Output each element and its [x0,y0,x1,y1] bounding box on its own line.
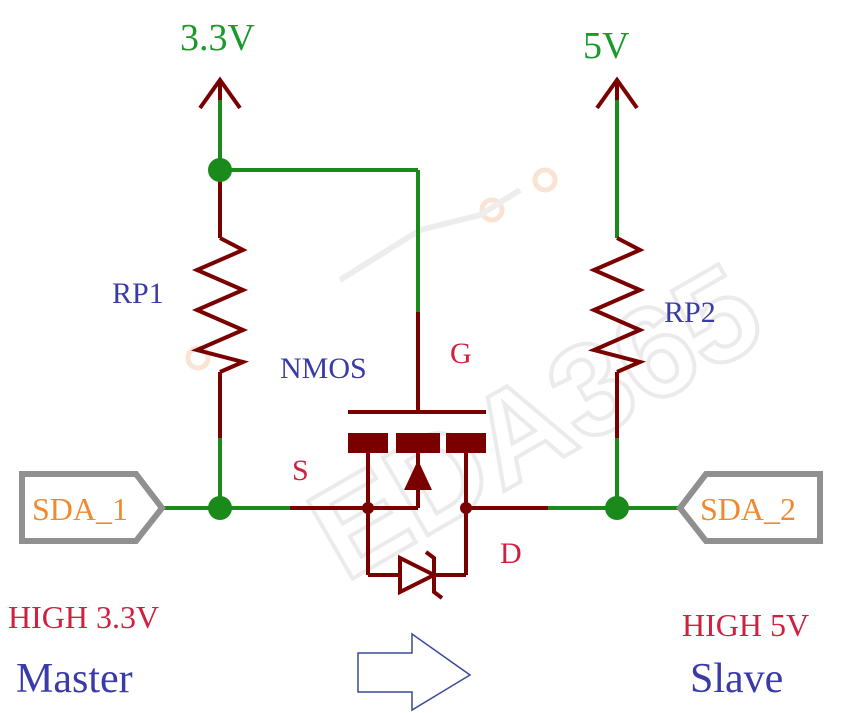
junctions [208,158,629,520]
rail-label-left: 3.3V [180,17,256,59]
left-level-label: HIGH 3.3V [8,599,159,635]
body-arrow [404,460,432,490]
diode-bar [424,550,444,600]
resistor-label-left: RP1 [112,277,164,310]
components [190,76,647,600]
rp2-zigzag [587,236,647,374]
junction-right-bottom [605,496,629,520]
junction-left-top [208,158,232,182]
watermark: EDA365 [185,167,787,609]
port-sda2-outline [676,471,823,544]
watermark-dot-1 [479,197,505,223]
junction-left-bottom [208,496,232,520]
rail-label-right: 5V [583,25,630,67]
port-sda2-label: SDA_2 [700,491,796,527]
watermark-text: EDA365 [286,235,785,607]
direction-arrow-icon [357,632,472,712]
source-junction [362,502,374,514]
arrow-right-head [595,76,639,110]
resistor-label-right: RP2 [664,296,716,329]
port-sda1-outline [19,471,166,544]
rp1-zigzag [190,236,250,374]
right-level-label: HIGH 5V [682,607,809,643]
watermark-line [338,187,522,283]
port-sda1: SDA_1 [19,471,166,544]
source-pin-label: S [292,454,309,487]
channel-source [348,433,388,453]
diode-triangle [398,554,439,596]
port-sda2: SDA_2 [676,471,823,544]
channel-drain [446,433,486,453]
gate-pin-label: G [450,337,472,370]
channel-body [396,433,440,453]
drain-pin-label: D [500,537,522,570]
mosfet-channel [348,433,486,514]
arrow-left-head [198,76,242,110]
port-sda1-label: SDA_1 [32,491,128,527]
left-role-label: Master [16,656,133,702]
transistor-label: NMOS [280,352,367,385]
watermark-dot-2 [532,167,558,193]
drain-junction [460,502,472,514]
right-role-label: Slave [690,656,783,702]
